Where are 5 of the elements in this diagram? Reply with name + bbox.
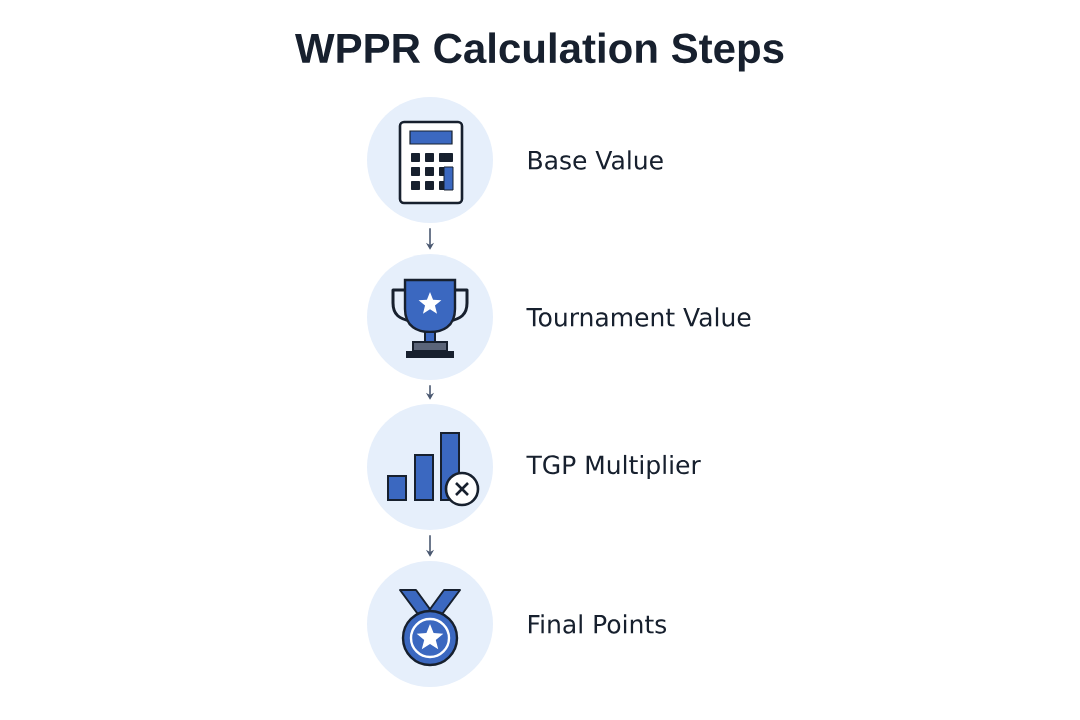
title: WPPR Calculation Steps (295, 32, 784, 72)
step-label: TGP Multiplier (526, 454, 701, 480)
step-label: Tournament Value (526, 307, 751, 327)
step-label: Base Value (529, 150, 663, 170)
step-label: Final Points (529, 614, 666, 634)
